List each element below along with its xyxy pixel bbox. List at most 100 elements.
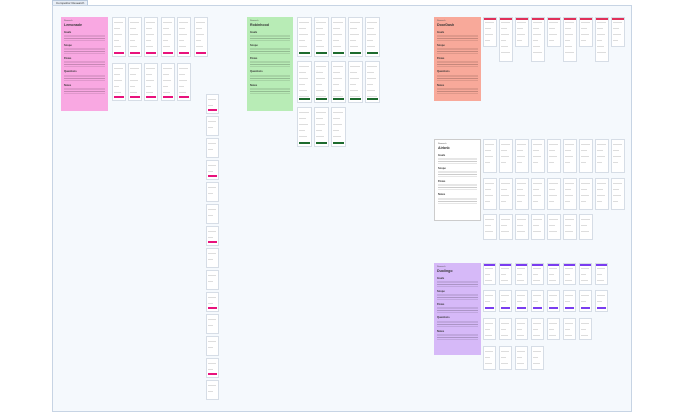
screen-thumbnail[interactable] <box>128 63 142 101</box>
screen-thumbnail[interactable] <box>515 346 528 370</box>
screen-thumbnail[interactable] <box>595 263 608 285</box>
screen-thumbnail[interactable] <box>499 318 512 340</box>
screen-thumbnail[interactable] <box>206 226 219 246</box>
screen-thumbnail[interactable] <box>563 17 577 62</box>
screen-thumbnail[interactable] <box>206 204 219 224</box>
screen-thumbnail[interactable] <box>499 346 512 370</box>
screen-thumbnail[interactable] <box>144 63 158 101</box>
screen-thumbnail[interactable] <box>563 263 576 285</box>
screen-thumbnail[interactable] <box>206 336 219 356</box>
screen-thumbnail[interactable] <box>483 318 496 340</box>
screen-thumbnail[interactable] <box>499 139 513 173</box>
screen-thumbnail[interactable] <box>297 61 312 103</box>
screen-thumbnail[interactable] <box>515 263 528 285</box>
screen-thumbnail[interactable] <box>531 178 545 210</box>
screen-thumbnail[interactable] <box>483 214 497 240</box>
screen-thumbnail[interactable] <box>579 214 593 240</box>
screen-thumbnail[interactable] <box>365 61 380 103</box>
screen-thumbnail[interactable] <box>206 314 219 334</box>
screen-thumbnail[interactable] <box>563 178 577 210</box>
screen-thumbnail[interactable] <box>563 290 576 312</box>
screen-thumbnail[interactable] <box>499 290 512 312</box>
screen-thumbnail[interactable] <box>297 17 312 57</box>
screen-thumbnail[interactable] <box>611 178 625 210</box>
screen-thumbnail[interactable] <box>595 139 609 173</box>
screen-thumbnail[interactable] <box>547 318 560 340</box>
screen-thumbnail[interactable] <box>531 17 545 62</box>
screen-thumbnail[interactable] <box>531 318 544 340</box>
screen-thumbnail[interactable] <box>206 116 219 136</box>
screen-thumbnail[interactable] <box>331 61 346 103</box>
screen-thumbnail[interactable] <box>579 17 593 47</box>
screen-thumbnail[interactable] <box>348 17 363 57</box>
screen-thumbnail[interactable] <box>579 263 592 285</box>
screen-thumbnail[interactable] <box>206 270 219 290</box>
screen-thumbnail[interactable] <box>314 17 329 57</box>
screen-thumbnail[interactable] <box>611 17 625 47</box>
screen-thumbnail[interactable] <box>531 214 545 240</box>
screen-thumbnail[interactable] <box>483 346 496 370</box>
screen-thumbnail[interactable] <box>206 138 219 158</box>
screen-thumbnail[interactable] <box>365 17 380 57</box>
screen-thumbnail[interactable] <box>206 358 219 378</box>
screen-thumbnail[interactable] <box>206 380 219 400</box>
screen-thumbnail[interactable] <box>579 318 592 340</box>
screen-thumbnail[interactable] <box>331 17 346 57</box>
screen-thumbnail[interactable] <box>483 17 497 47</box>
screen-thumbnail[interactable] <box>547 17 561 47</box>
screen-thumbnail[interactable] <box>611 139 625 173</box>
screen-thumbnail[interactable] <box>515 17 529 47</box>
screen-thumbnail[interactable] <box>499 214 513 240</box>
screen-thumbnail[interactable] <box>547 263 560 285</box>
screen-thumbnail[interactable] <box>515 139 529 173</box>
screen-thumbnail[interactable] <box>563 318 576 340</box>
screen-thumbnail[interactable] <box>483 290 496 312</box>
screen-thumbnail[interactable] <box>483 263 496 285</box>
screen-thumbnail[interactable] <box>499 178 513 210</box>
screen-thumbnail[interactable] <box>515 318 528 340</box>
screen-thumbnail[interactable] <box>161 63 175 101</box>
screen-thumbnail[interactable] <box>297 107 312 147</box>
screen-thumbnail[interactable] <box>515 214 529 240</box>
screen-thumbnail[interactable] <box>515 178 529 210</box>
screen-thumbnail[interactable] <box>331 107 346 147</box>
screen-thumbnail[interactable] <box>531 139 545 173</box>
screen-thumbnail[interactable] <box>595 290 608 312</box>
screen-thumbnail[interactable] <box>515 290 528 312</box>
board-tab[interactable]: Competitor Research <box>52 0 89 6</box>
screen-thumbnail[interactable] <box>563 214 577 240</box>
screen-thumbnail[interactable] <box>206 248 219 268</box>
screen-thumbnail[interactable] <box>348 61 363 103</box>
screen-thumbnail[interactable] <box>144 17 158 57</box>
screen-thumbnail[interactable] <box>112 63 126 101</box>
screen-thumbnail[interactable] <box>112 17 126 57</box>
screen-thumbnail[interactable] <box>177 17 191 57</box>
screen-thumbnail[interactable] <box>194 17 208 57</box>
screen-thumbnail[interactable] <box>547 290 560 312</box>
screen-thumbnail[interactable] <box>177 63 191 101</box>
screen-thumbnail[interactable] <box>206 292 219 312</box>
screen-thumbnail[interactable] <box>579 178 593 210</box>
screen-thumbnail[interactable] <box>206 160 219 180</box>
screen-thumbnail[interactable] <box>547 214 561 240</box>
screen-thumbnail[interactable] <box>499 17 513 62</box>
screen-thumbnail[interactable] <box>595 17 609 62</box>
screen-thumbnail[interactable] <box>531 346 544 370</box>
screen-thumbnail[interactable] <box>161 17 175 57</box>
screen-thumbnail[interactable] <box>206 94 219 114</box>
screen-thumbnail[interactable] <box>128 17 142 57</box>
screen-thumbnail[interactable] <box>531 290 544 312</box>
screen-thumbnail[interactable] <box>499 263 512 285</box>
screen-thumbnail[interactable] <box>595 178 609 210</box>
screen-thumbnail[interactable] <box>483 139 497 173</box>
screen-thumbnail[interactable] <box>314 61 329 103</box>
screen-thumbnail[interactable] <box>206 182 219 202</box>
screen-thumbnail[interactable] <box>547 178 561 210</box>
screen-thumbnail[interactable] <box>314 107 329 147</box>
